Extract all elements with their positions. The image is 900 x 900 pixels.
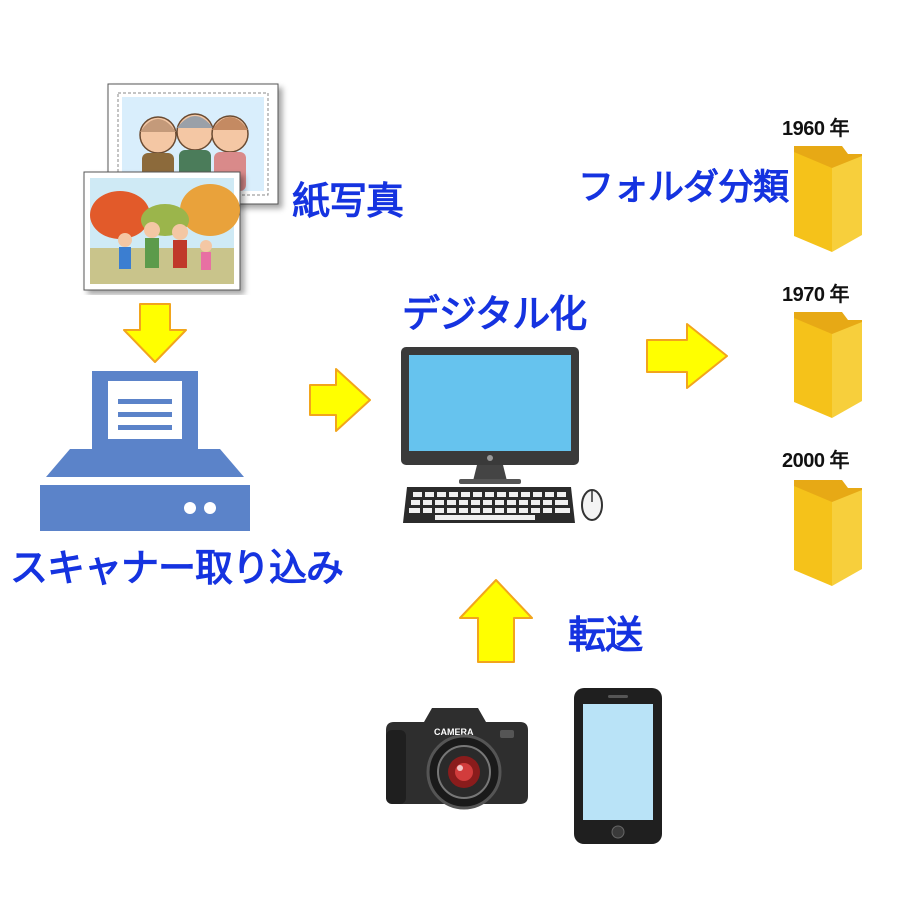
arrow-scanner-to-pc <box>308 365 372 435</box>
folder-1960[interactable] <box>788 140 868 255</box>
folder-year-label: 2000 年 <box>782 450 850 472</box>
paper-photos <box>80 80 290 295</box>
folder-icon <box>794 146 862 252</box>
digitize-label: デジタル化 <box>402 292 587 336</box>
folder-sort-label: フォルダ分類 <box>578 167 789 208</box>
smartphone-icon <box>574 688 662 844</box>
folder-1970[interactable] <box>788 306 868 421</box>
arrow-pc-to-folders <box>645 320 729 392</box>
arrow-icon <box>646 323 728 389</box>
computer <box>395 345 605 535</box>
folder-2000[interactable] <box>788 474 868 589</box>
arrow-icon <box>123 303 187 363</box>
smartphone <box>572 686 664 846</box>
photo-icon <box>83 83 279 291</box>
camera-brand-text: CAMERA <box>434 727 474 737</box>
folder-icon <box>794 312 862 418</box>
scanner-label: スキャナー取り込み <box>10 546 344 590</box>
folder-icon <box>794 480 862 586</box>
arrow-photos-to-scanner <box>120 302 190 364</box>
family-photo-front <box>83 171 241 291</box>
arrow-devices-to-pc <box>458 578 534 664</box>
folder-year-label: 1960 年 <box>782 118 850 140</box>
arrow-icon <box>459 579 533 663</box>
arrow-icon <box>309 368 371 432</box>
folder-year-label: 1970 年 <box>782 284 850 306</box>
computer-icon <box>401 347 603 523</box>
camera-icon: CAMERA <box>386 708 528 810</box>
scanner-icon <box>40 371 250 531</box>
paper-photo-label: 紙写真 <box>292 179 404 223</box>
camera: CAMERA <box>382 700 532 815</box>
transfer-label: 転送 <box>568 613 643 657</box>
scanner <box>30 365 260 535</box>
